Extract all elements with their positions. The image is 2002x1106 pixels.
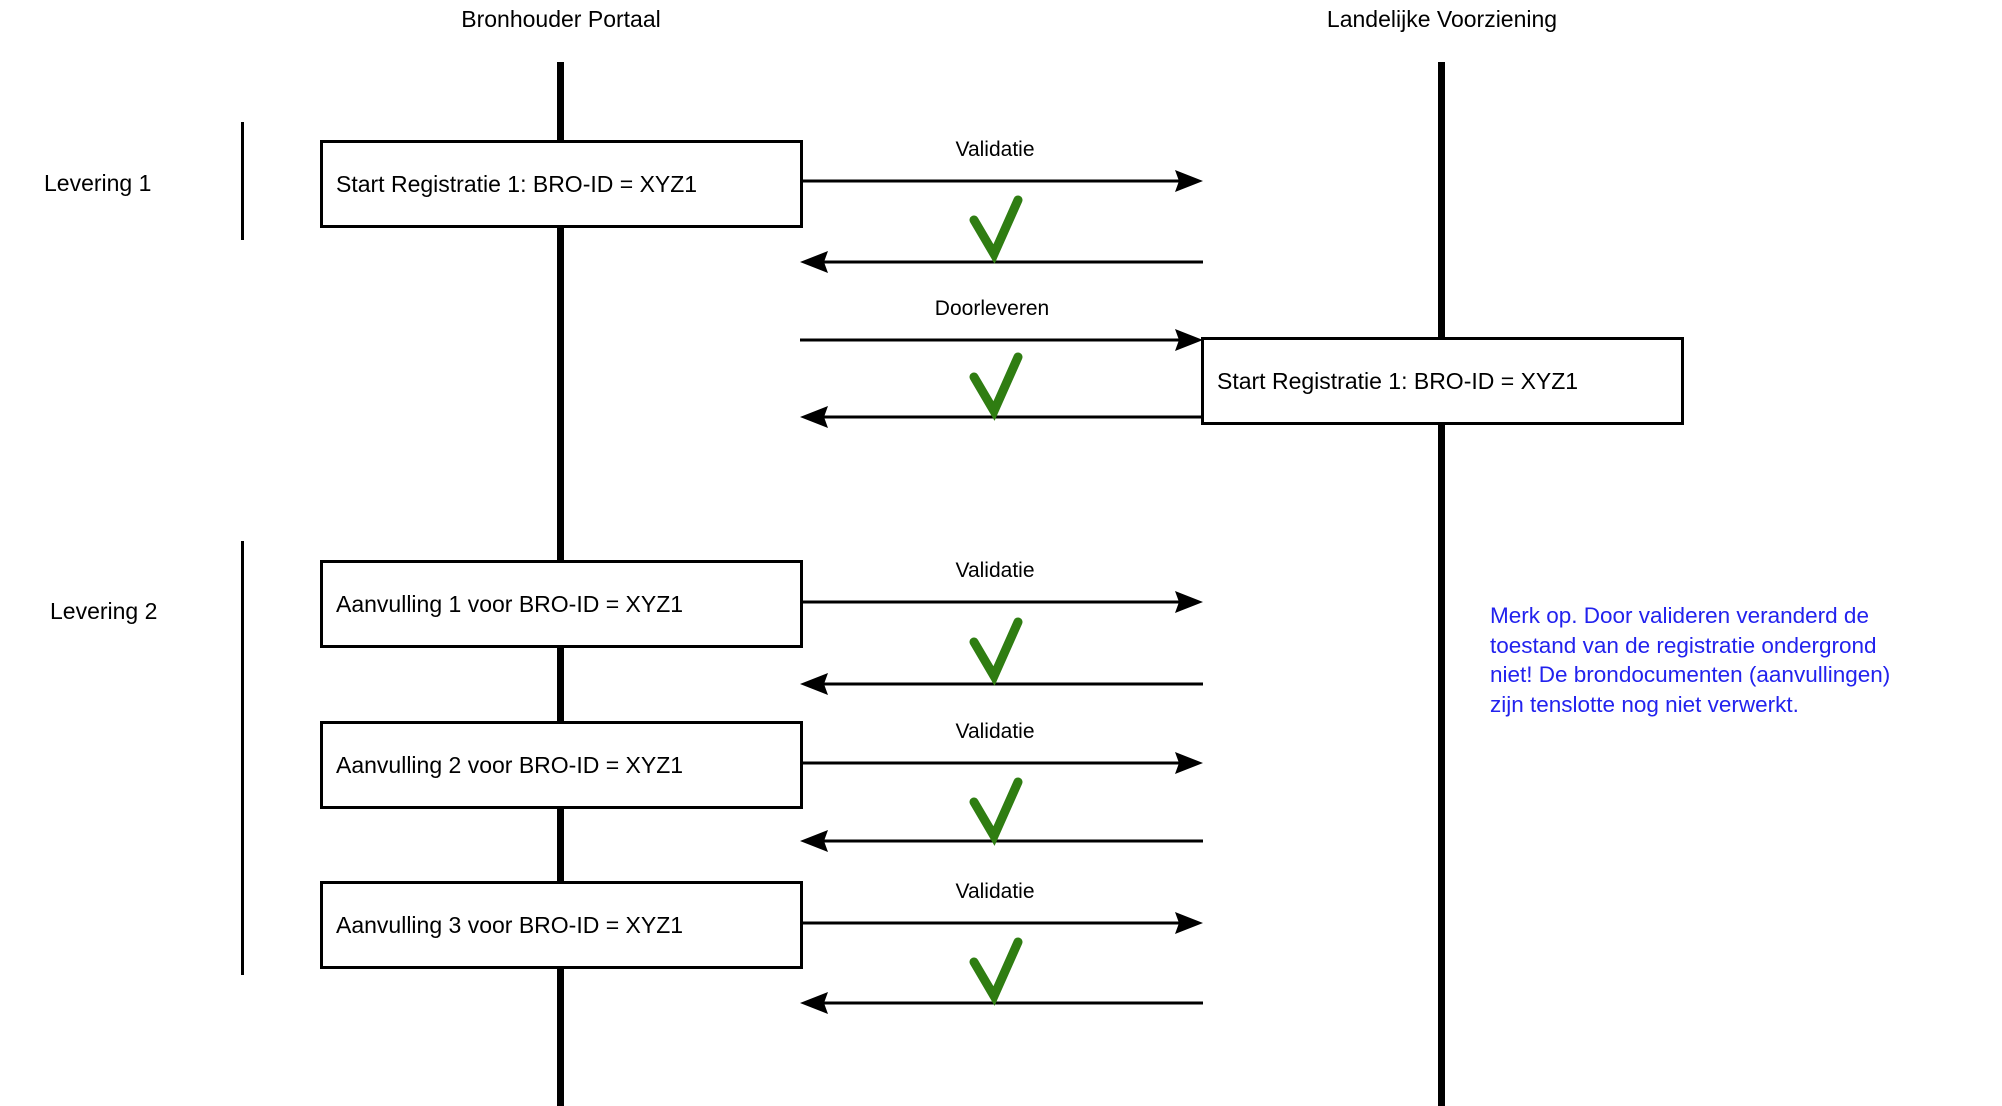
checkmark-icon <box>969 195 1023 264</box>
arrow-validatie-3 <box>803 752 1203 774</box>
checkmark-icon <box>969 777 1023 846</box>
group-label-levering-2: Levering 2 <box>50 598 158 624</box>
arrow-return-5 <box>800 992 1203 1014</box>
checkmark-icon <box>969 937 1023 1006</box>
arrow-validatie-2 <box>803 591 1203 613</box>
group-label-levering-1: Levering 1 <box>44 170 152 196</box>
lane-title-bronhouder-portaal: Bronhouder Portaal <box>461 6 661 32</box>
arrow-validatie-4 <box>803 912 1203 934</box>
arrow-return-3 <box>800 673 1203 695</box>
message-box-label: Aanvulling 1 voor BRO-ID = XYZ1 <box>336 590 684 617</box>
message-box-aanvulling-1[interactable]: Aanvulling 1 voor BRO-ID = XYZ1 <box>320 560 803 648</box>
arrow-return-2 <box>800 406 1203 428</box>
arrow-label-validatie-1: Validatie <box>955 138 1035 161</box>
lifeline-landelijke-voorziening <box>1438 62 1445 1106</box>
message-box-label: Aanvulling 3 voor BRO-ID = XYZ1 <box>336 911 684 938</box>
arrow-label-validatie-2: Validatie <box>955 559 1035 582</box>
message-box-label: Start Registratie 1: BRO-ID = XYZ1 <box>1217 367 1579 394</box>
arrow-doorleveren <box>800 329 1203 351</box>
message-box-label: Aanvulling 2 voor BRO-ID = XYZ1 <box>336 751 684 778</box>
message-box-start-registratie-left[interactable]: Start Registratie 1: BRO-ID = XYZ1 <box>320 140 803 228</box>
arrow-return-1 <box>800 251 1203 273</box>
message-box-label: Start Registratie 1: BRO-ID = XYZ1 <box>336 170 698 197</box>
lane-title-landelijke-voorziening: Landelijke Voorziening <box>1326 6 1558 32</box>
annotation-note: Merk op. Door valideren veranderd de toe… <box>1490 603 1891 718</box>
checkmark-icon <box>969 617 1023 686</box>
message-box-start-registratie-right[interactable]: Start Registratie 1: BRO-ID = XYZ1 <box>1201 337 1684 425</box>
checkmark-icon <box>969 352 1023 421</box>
arrow-label-validatie-4: Validatie <box>955 880 1035 903</box>
arrow-label-validatie-3: Validatie <box>955 720 1035 743</box>
message-box-aanvulling-3[interactable]: Aanvulling 3 voor BRO-ID = XYZ1 <box>320 881 803 969</box>
arrow-validatie-1 <box>803 170 1203 192</box>
message-box-aanvulling-2[interactable]: Aanvulling 2 voor BRO-ID = XYZ1 <box>320 721 803 809</box>
arrow-label-doorleveren: Doorleveren <box>934 297 1050 320</box>
group-bracket-levering-2 <box>241 541 244 975</box>
arrow-return-4 <box>800 830 1203 852</box>
group-bracket-levering-1 <box>241 122 244 240</box>
